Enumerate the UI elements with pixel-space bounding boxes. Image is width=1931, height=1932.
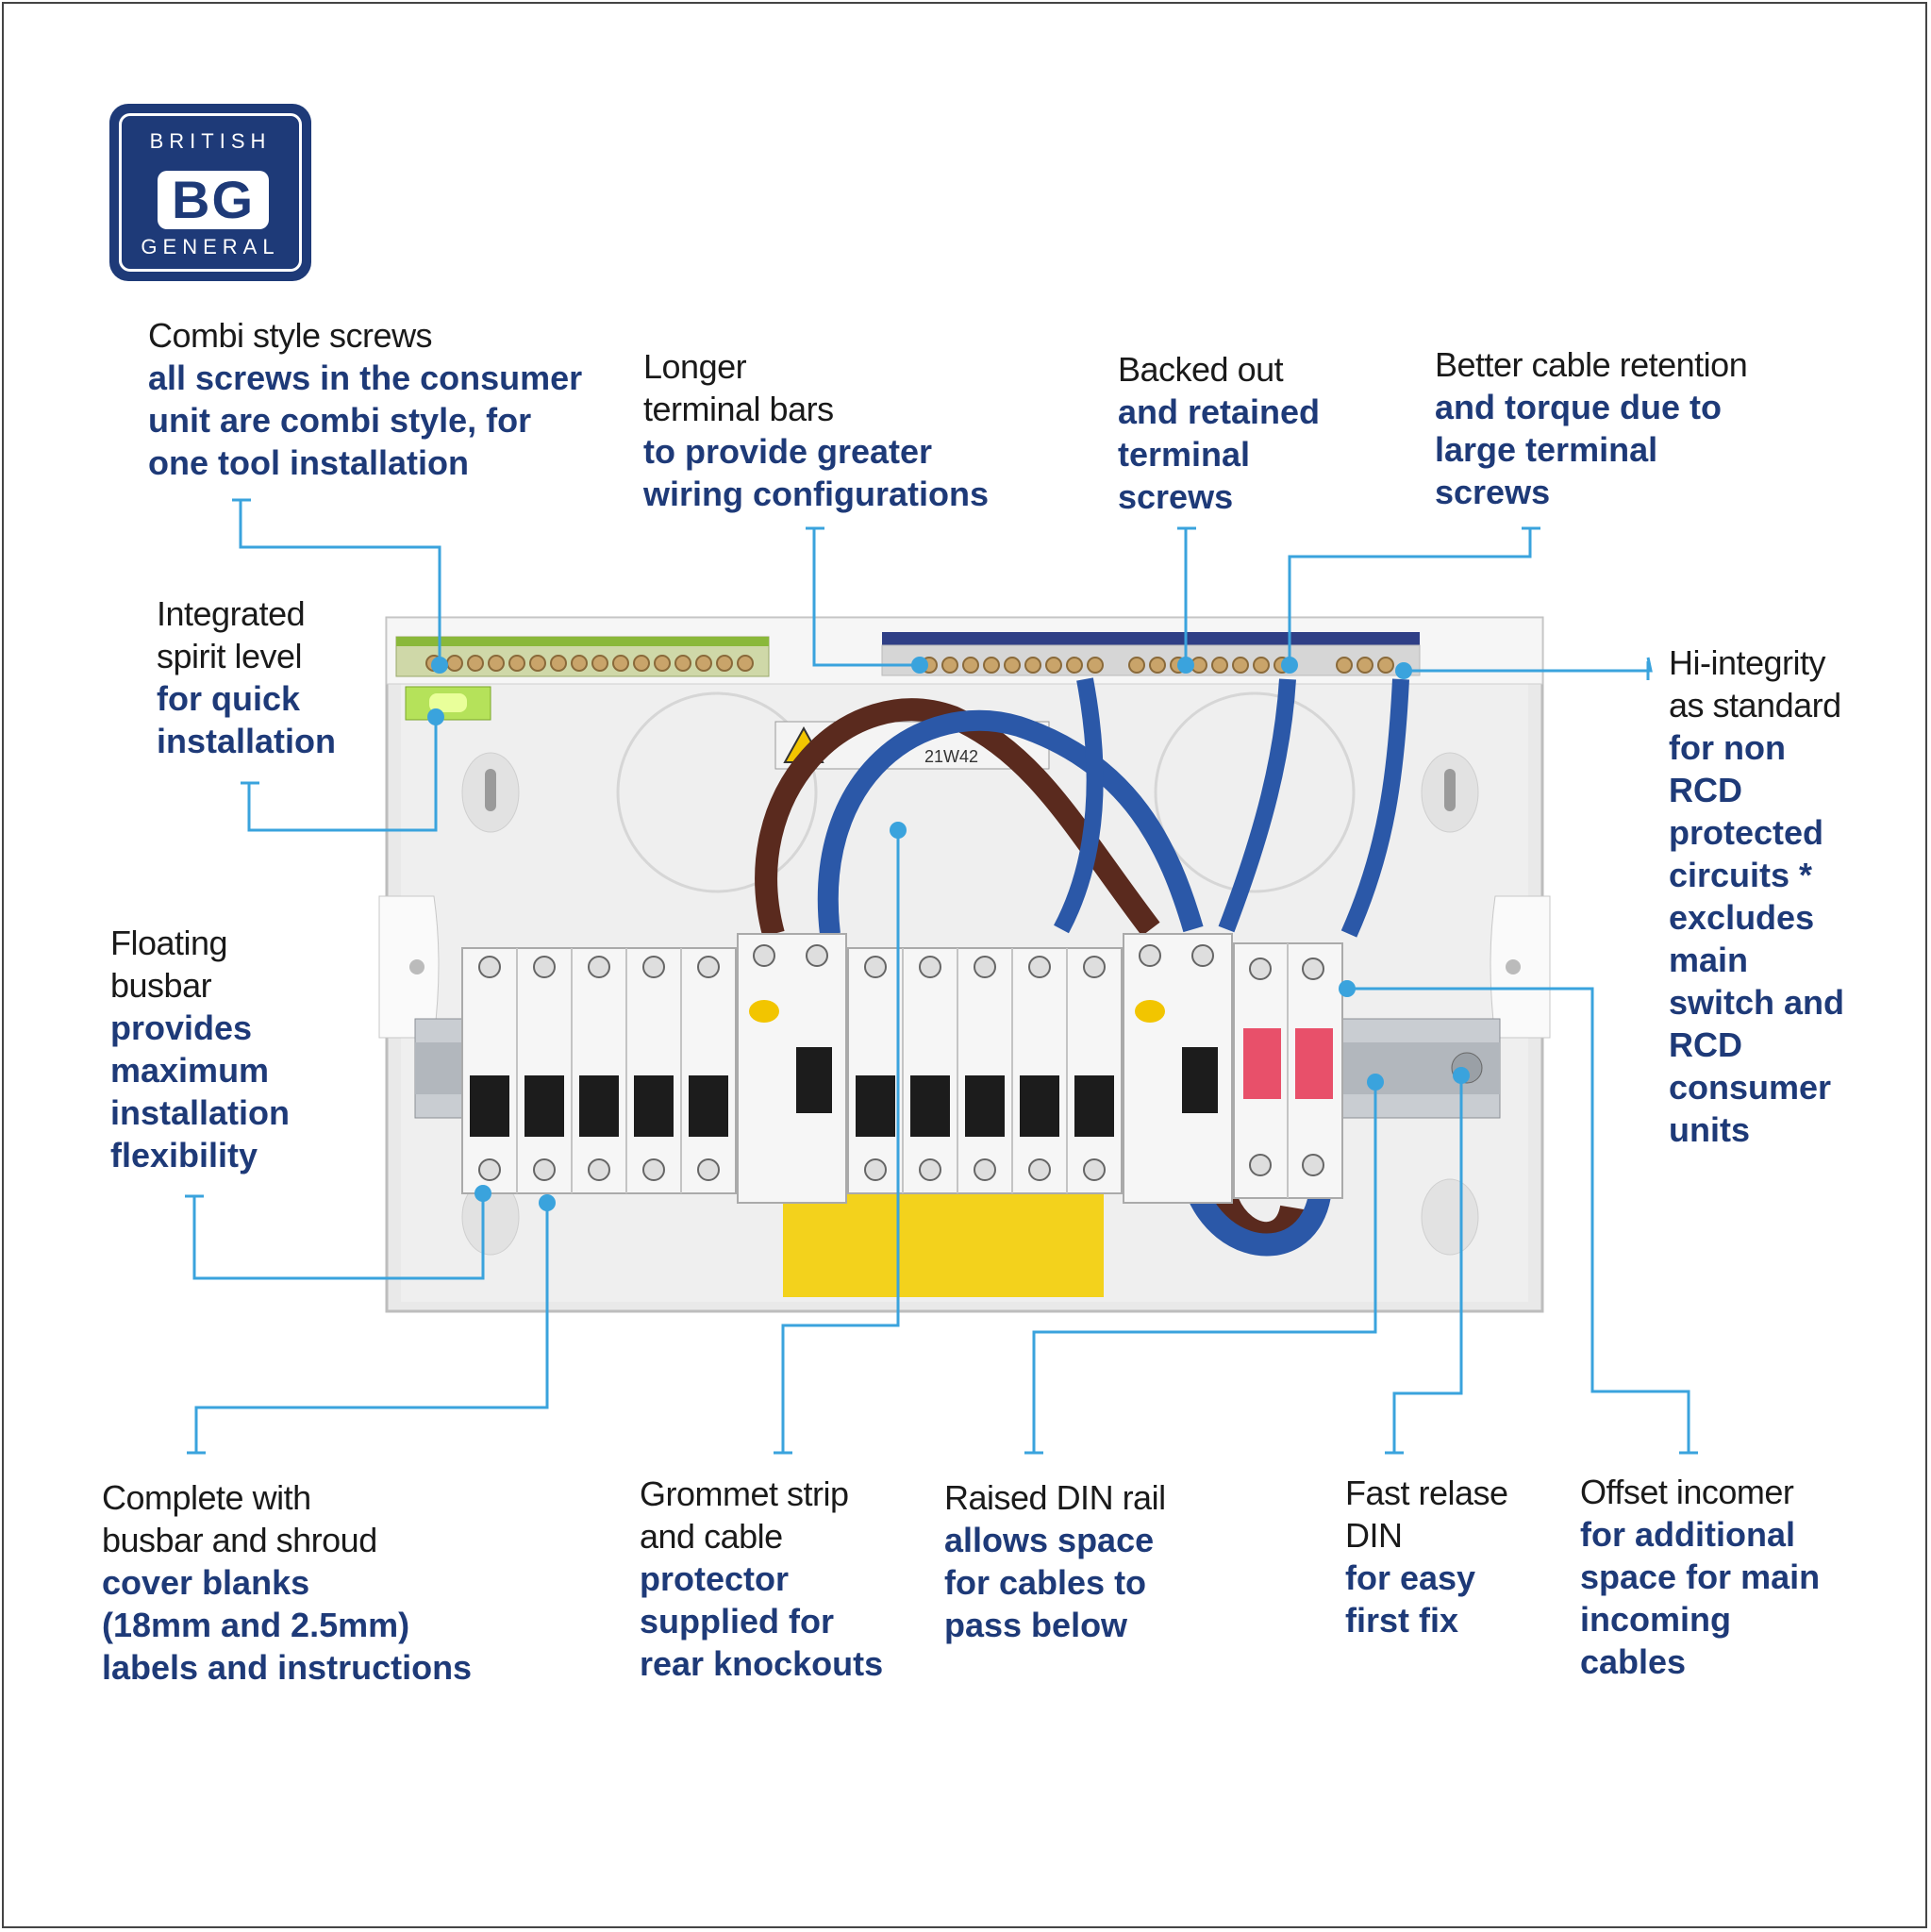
callout-heading: Raised DIN rail xyxy=(944,1478,1166,1517)
neutral-terminal-bar xyxy=(882,632,1420,645)
leader-fast-release xyxy=(1392,1075,1463,1453)
blue-cable-3 xyxy=(1218,678,1296,933)
callout-body: cover blanks (18mm and 2.5mm) labels and… xyxy=(102,1563,473,1687)
blue-cable-4 xyxy=(1340,678,1409,938)
callout-body: for quick installation xyxy=(157,679,337,760)
mcb-toggles xyxy=(470,1047,1218,1137)
leader-din-rail xyxy=(1032,1082,1377,1453)
callout-fast-release: Fast relase DIN for easy first fix xyxy=(1345,1472,1508,1641)
callout-body: allows space for cables to pass below xyxy=(944,1521,1155,1644)
leader-complete-with xyxy=(194,1203,549,1453)
callout-body: protector supplied for rear knockouts xyxy=(640,1559,884,1683)
callout-body: for easy first fix xyxy=(1345,1558,1476,1640)
callout-offset-incomer: Offset incomer for additional space for … xyxy=(1580,1471,1820,1683)
callout-body: and torque due to large terminal screws xyxy=(1435,388,1722,511)
callout-spirit-level: Integrated spirit level for quick instal… xyxy=(157,592,336,762)
leader-combi xyxy=(239,500,441,665)
callout-heading: Grommet strip and cable xyxy=(640,1474,849,1556)
callout-body: provides maximum installation flexibilit… xyxy=(110,1008,291,1174)
leader-end-ticks xyxy=(185,498,1698,1455)
logo-bottom-text: GENERAL xyxy=(141,235,280,258)
left-mounting-tab xyxy=(378,895,440,1039)
callout-body: and retained terminal screws xyxy=(1118,392,1321,516)
callout-heading: Complete with busbar and shroud xyxy=(102,1478,377,1559)
breaker-terminal-screws xyxy=(478,944,1324,1181)
leader-cable-retention xyxy=(1288,528,1532,665)
instruction-label xyxy=(783,1193,1104,1297)
callout-body: to provide greater wiring configurations xyxy=(643,432,989,513)
blue-cable-2 xyxy=(1054,677,1104,934)
callout-heading: Backed out xyxy=(1118,350,1284,389)
mcb-dividers xyxy=(516,943,1289,1198)
callout-heading: Hi-integrity as standard xyxy=(1669,643,1841,724)
callout-din-rail: Raised DIN rail allows space for cables … xyxy=(944,1476,1166,1646)
callout-terminal-bars: Longer terminal bars to provide greater … xyxy=(643,345,989,515)
leader-spirit-level xyxy=(247,717,438,832)
callout-heading: Offset incomer xyxy=(1580,1473,1794,1511)
callout-hi-integrity: Hi-integrity as standard for non RCD pro… xyxy=(1669,641,1844,1151)
callout-heading: Integrated spirit level xyxy=(157,594,306,675)
callout-floating-busbar: Floating busbar provides maximum install… xyxy=(110,922,290,1176)
leader-grommet xyxy=(781,830,900,1453)
callout-body: for non RCD protected circuits * exclude… xyxy=(1669,728,1845,1149)
callout-cable-retention: Better cable retention and torque due to… xyxy=(1435,343,1748,513)
leader-terminal-bars xyxy=(812,528,920,667)
knockout-right xyxy=(1154,691,1356,893)
callout-heading: Longer terminal bars xyxy=(643,347,834,428)
blue-cable-1 xyxy=(817,709,1204,936)
callout-grommet: Grommet strip and cable protector suppli… xyxy=(640,1473,883,1685)
logo-mark: BG xyxy=(158,171,269,229)
callout-heading: Combi style screws xyxy=(148,316,433,355)
brown-cable-1 xyxy=(755,698,1160,938)
rcd-test-buttons xyxy=(749,1000,1165,1023)
leader-end-dots xyxy=(427,657,1470,1211)
earth-terminal-screws xyxy=(425,655,754,672)
callout-heading: Better cable retention xyxy=(1435,345,1748,384)
leader-offset-incomer xyxy=(1347,987,1690,1453)
main-switch-toggles xyxy=(1243,1028,1333,1099)
unit-model-text: 21W42 xyxy=(924,747,978,766)
bg-logo: BRITISH BG GENERAL xyxy=(109,104,311,281)
callout-complete-with: Complete with busbar and shroud cover bl… xyxy=(102,1476,472,1689)
callout-body: for additional space for main incoming c… xyxy=(1580,1515,1821,1681)
knockout-left xyxy=(616,691,818,893)
callout-backed-out: Backed out and retained terminal screws xyxy=(1118,348,1320,518)
leader-lines xyxy=(192,500,1690,1453)
callout-heading: Floating busbar xyxy=(110,924,228,1005)
callout-combi-screws: Combi style screws all screws in the con… xyxy=(148,314,582,484)
callout-body: all screws in the consumer unit are comb… xyxy=(148,358,583,482)
leader-floating-busbar xyxy=(192,1193,485,1280)
logo-top-text: BRITISH xyxy=(149,129,272,153)
callout-heading: Fast relase DIN xyxy=(1345,1474,1508,1555)
logo-border: BRITISH BG GENERAL xyxy=(119,113,302,272)
